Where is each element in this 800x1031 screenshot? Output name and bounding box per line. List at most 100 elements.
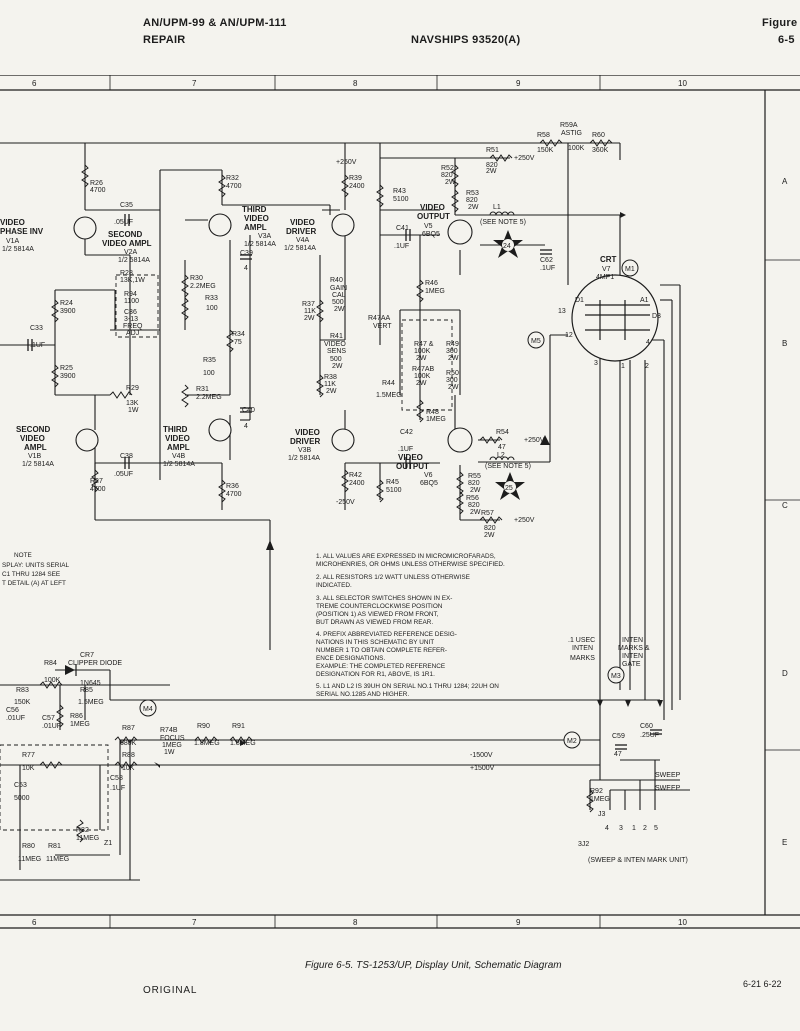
- v4a-label-2: DRIVER: [286, 227, 316, 236]
- r47aa-ref: R47AA: [368, 315, 391, 322]
- note-line-12: ENCE DESIGNATIONS.: [316, 655, 385, 662]
- tube-envelopes: [73, 213, 473, 453]
- r47-wattage: 2W: [416, 355, 427, 362]
- inten-label-4: GATE: [622, 661, 641, 668]
- r57-ref: R57: [481, 510, 494, 517]
- r77-ref: R77: [22, 752, 35, 759]
- v4b-designation: V4B: [172, 453, 186, 460]
- r29-wattage: 1W: [128, 407, 139, 414]
- r49-wattage: 2W: [448, 355, 459, 362]
- note-line-3: 2. ALL RESISTORS 1/2 WATT UNLESS OTHERWI…: [316, 574, 470, 581]
- plug-pin-3: 3: [619, 825, 623, 832]
- r56-value: 820: [468, 502, 480, 509]
- r26-value: 4700: [90, 187, 106, 194]
- grid-col-7-bottom: 7: [192, 918, 197, 927]
- r33-value: 100: [206, 305, 218, 312]
- r41-wattage: 2W: [332, 363, 343, 370]
- r86-ref: R86: [70, 713, 83, 720]
- c62-ref: C62: [540, 257, 553, 264]
- r34-ref: R34: [232, 331, 245, 338]
- r47aa-name: VERT: [373, 323, 392, 330]
- note-line-2: MICROHENRIES, OR OHMS UNLESS OTHERWISE S…: [316, 561, 505, 568]
- grid-row-d: D: [782, 669, 788, 678]
- v3b-type: 1/2 5814A: [288, 455, 320, 462]
- note-line-11: NUMBER 1 TO OBTAIN COMPLETE REFER-: [316, 647, 447, 654]
- r41-sens: SENS: [327, 348, 346, 355]
- r30-ref: R30: [190, 275, 203, 282]
- r60-ref: R60: [592, 132, 605, 139]
- r56-wattage: 2W: [470, 509, 481, 516]
- r85-value: 1.5MEG: [78, 699, 104, 706]
- b250-label: +250V: [336, 159, 357, 166]
- r81-value: 11MEG: [46, 856, 69, 863]
- r59a-value: 100K: [568, 145, 585, 152]
- c33-value: .1UF: [30, 342, 45, 349]
- r34-value: 75: [234, 339, 242, 346]
- r38-wattage: 2W: [326, 388, 337, 395]
- v3b-label-2: DRIVER: [290, 437, 320, 446]
- c40-value: 4: [244, 423, 248, 430]
- figure-ref-number: 6-5: [778, 34, 795, 46]
- b250c-label: +250V: [524, 437, 545, 444]
- r45-ref: R45: [386, 479, 399, 486]
- r39-ref: R39: [349, 175, 362, 182]
- plug-pin-5: 5: [654, 825, 658, 832]
- r59a-name: ASTIG: [561, 130, 582, 137]
- r39-value: 2400: [349, 183, 365, 190]
- r40-gain: GAIN: [330, 285, 347, 292]
- v5-label-2: OUTPUT: [417, 212, 450, 221]
- crt-pin-d1: D1: [575, 297, 584, 304]
- c35-ref: C35: [120, 202, 133, 209]
- v1b-type: 1/2 5814A: [22, 461, 54, 468]
- crt-type: 4MP1: [596, 274, 614, 281]
- r48-value: 1MEG: [426, 416, 446, 423]
- v2a-label-2: VIDEO AMPL: [102, 239, 152, 248]
- r37-value: 11K: [304, 308, 316, 315]
- grid-row-b: B: [782, 339, 787, 348]
- r43-value: 5100: [393, 196, 409, 203]
- r49-ref: R49: [446, 341, 459, 348]
- v5-label-1: VIDEO: [420, 203, 445, 212]
- section-title: REPAIR: [143, 34, 186, 46]
- meter-m3: M3: [611, 673, 621, 680]
- r90-value: 1.8MEG: [194, 740, 220, 747]
- grid-col-7: 7: [192, 79, 197, 88]
- c36-value: 3-13: [124, 316, 138, 323]
- tube-v1a: [73, 216, 97, 240]
- tube-v5: [447, 219, 473, 245]
- note-line-13: EXAMPLE: THE COMPLETED REFERENCE: [316, 663, 445, 670]
- v3a-type: 1/2 5814A: [244, 241, 276, 248]
- plug-pin-1: 1: [632, 825, 636, 832]
- v1a-designation: V1A: [6, 238, 20, 245]
- v6-designation: V6: [424, 472, 433, 479]
- grid-col-8: 8: [353, 79, 358, 88]
- r24-value: 3900: [60, 308, 76, 315]
- r81-ref: R81: [48, 843, 61, 850]
- r49-value: 300: [446, 348, 458, 355]
- c36-adj: ADJ: [126, 330, 139, 337]
- r55-wattage: 2W: [470, 487, 481, 494]
- r83-value: 150K: [14, 699, 31, 706]
- c56-value: .01UF: [6, 715, 25, 722]
- r74b-ref: R74B: [160, 727, 178, 734]
- tube-v3b: [331, 428, 355, 452]
- inductor-symbols: [489, 211, 515, 461]
- r32-value: 4700: [226, 183, 242, 190]
- v5-type: 6BQ5: [422, 231, 440, 238]
- r52-ref: R52: [441, 165, 454, 172]
- v1a-label-2: PHASE INV: [0, 227, 44, 236]
- r32-ref: R32: [226, 175, 239, 182]
- r92-value: 1MEG: [590, 796, 610, 803]
- r87-ref: R87: [122, 725, 135, 732]
- schematic-diagram: 6 7 8 9 10 6 7 8 9 10 A B C D E: [0, 75, 800, 929]
- crt-pin-a1: A1: [640, 297, 649, 304]
- v1b-label-2: VIDEO: [20, 434, 45, 443]
- note-line-7: (POSITION 1) AS VIEWED FROM FRONT,: [316, 611, 439, 618]
- plug-pin-4: 4: [605, 825, 609, 832]
- j3-ref: J3: [598, 811, 606, 818]
- r92-ref: R92: [590, 788, 603, 795]
- figure-caption: Figure 6-5. TS-1253/UP, Display Unit, Sc…: [305, 960, 562, 971]
- r52-value: 820: [441, 172, 453, 179]
- v4b-label-1: THIRD: [163, 425, 188, 434]
- c53-value: 5000: [14, 795, 30, 802]
